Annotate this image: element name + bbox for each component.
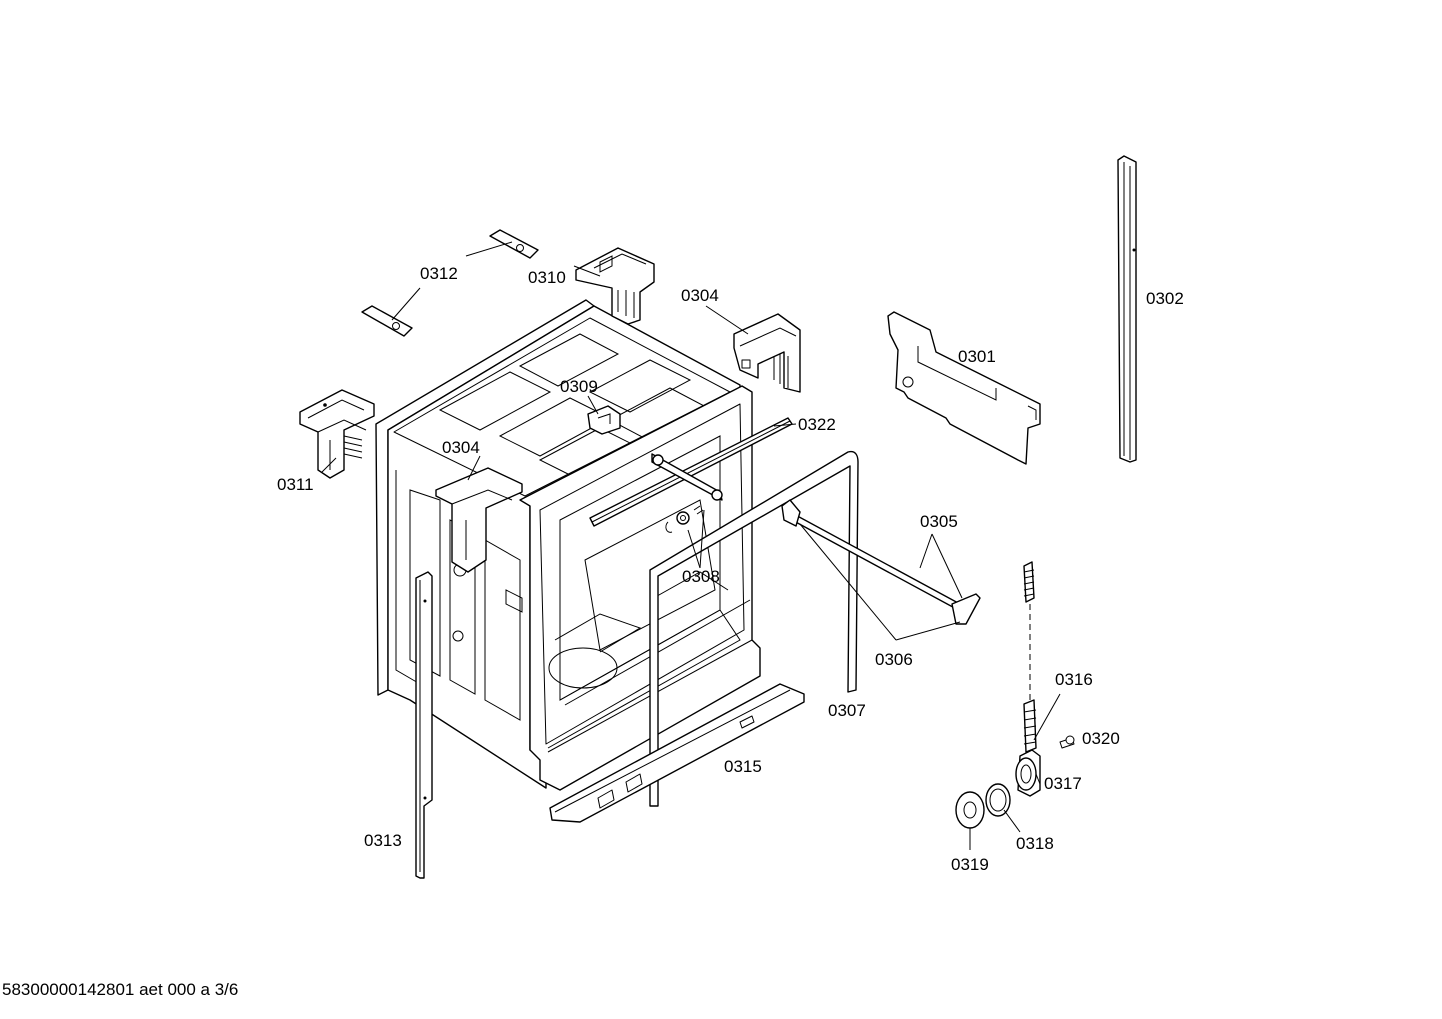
bracket-0310: [575, 247, 655, 325]
document-footer-code: 58300000142801 aet 000 a 3/6: [2, 980, 239, 999]
plates-0312: [361, 229, 539, 337]
label-0305: 0305: [920, 512, 958, 531]
label-0304-right: 0304: [681, 286, 719, 305]
label-0309: 0309: [560, 377, 598, 396]
label-0311: 0311: [277, 475, 314, 494]
bracket-0304-left: [435, 467, 523, 573]
base-rail-0315: [549, 683, 805, 823]
bracket-0304-right: [733, 313, 801, 393]
clip-0309: [587, 405, 621, 435]
cap-0319: [955, 791, 985, 829]
tub-body: [375, 299, 761, 791]
ring-0318: [985, 783, 1011, 817]
label-0302: 0302: [1146, 289, 1184, 308]
hose-0316: [1023, 561, 1037, 753]
label-0318: 0318: [1016, 834, 1054, 853]
label-0315: 0315: [724, 757, 762, 776]
label-0307: 0307: [828, 701, 866, 720]
screw-0320: [1059, 735, 1075, 749]
strip-0302: [1117, 155, 1137, 463]
label-0306: 0306: [875, 650, 913, 669]
bracket-0311: [299, 389, 375, 479]
label-0308: 0308: [682, 567, 720, 586]
label-0304-left: 0304: [442, 438, 480, 457]
label-0319: 0319: [951, 855, 989, 874]
fittings-0308: [651, 453, 723, 533]
label-0320: 0320: [1082, 729, 1120, 748]
label-0312: 0312: [420, 264, 458, 283]
label-0301: 0301: [958, 347, 996, 366]
panel-0301: [887, 311, 1041, 465]
label-0316: 0316: [1055, 670, 1093, 689]
label-0313: 0313: [364, 831, 402, 850]
side-strip-0313: [415, 571, 433, 879]
label-0310: 0310: [528, 268, 566, 287]
leader-lines: [321, 241, 1061, 850]
label-0317: 0317: [1044, 774, 1082, 793]
part-labels: 0312 0310 0304 0301 0302 0309 0322 0304 …: [277, 264, 1184, 874]
label-0322: 0322: [798, 415, 836, 434]
hinge-0305: [781, 499, 981, 625]
connector-0317: [1015, 749, 1041, 797]
